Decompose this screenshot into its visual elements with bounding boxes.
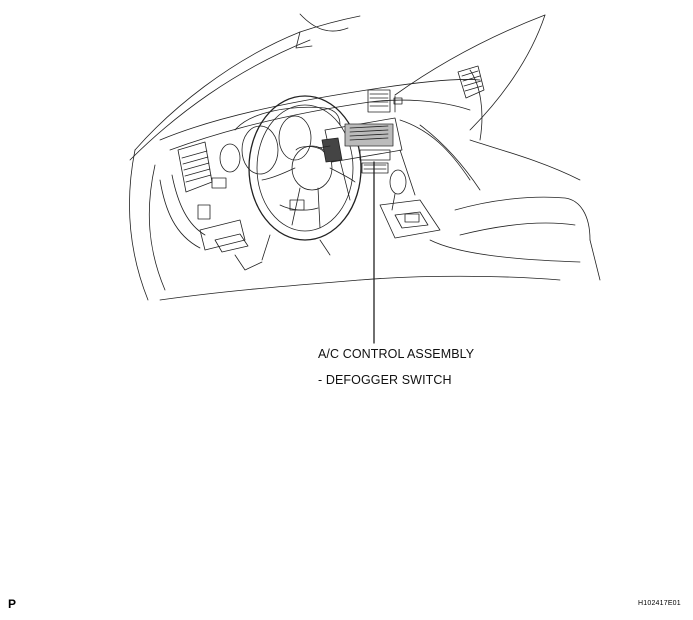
dash-right-side	[399, 119, 581, 191]
corner-letter: P	[8, 597, 17, 611]
gear-shifter	[379, 169, 441, 239]
instrument-cluster	[219, 107, 341, 175]
a-pillar-right	[469, 69, 483, 141]
steering-wheel	[248, 95, 362, 241]
passenger-seat	[429, 196, 601, 281]
dashboard-top	[159, 79, 481, 151]
ac-control-assembly-label: A/C CONTROL ASSEMBLY	[318, 347, 475, 361]
center-console	[317, 117, 416, 201]
floor-lines	[159, 275, 561, 301]
windshield-outline	[129, 13, 546, 161]
steering-column	[214, 233, 331, 271]
left-air-vent	[177, 141, 213, 193]
right-air-vent	[457, 65, 485, 99]
center-air-vent	[367, 89, 403, 113]
dash-left-side	[159, 174, 246, 251]
a-pillar-left	[129, 149, 166, 301]
figure-code: H102417E01	[638, 600, 681, 607]
defogger-switch-label: - DEFOGGER SWITCH	[318, 373, 452, 387]
